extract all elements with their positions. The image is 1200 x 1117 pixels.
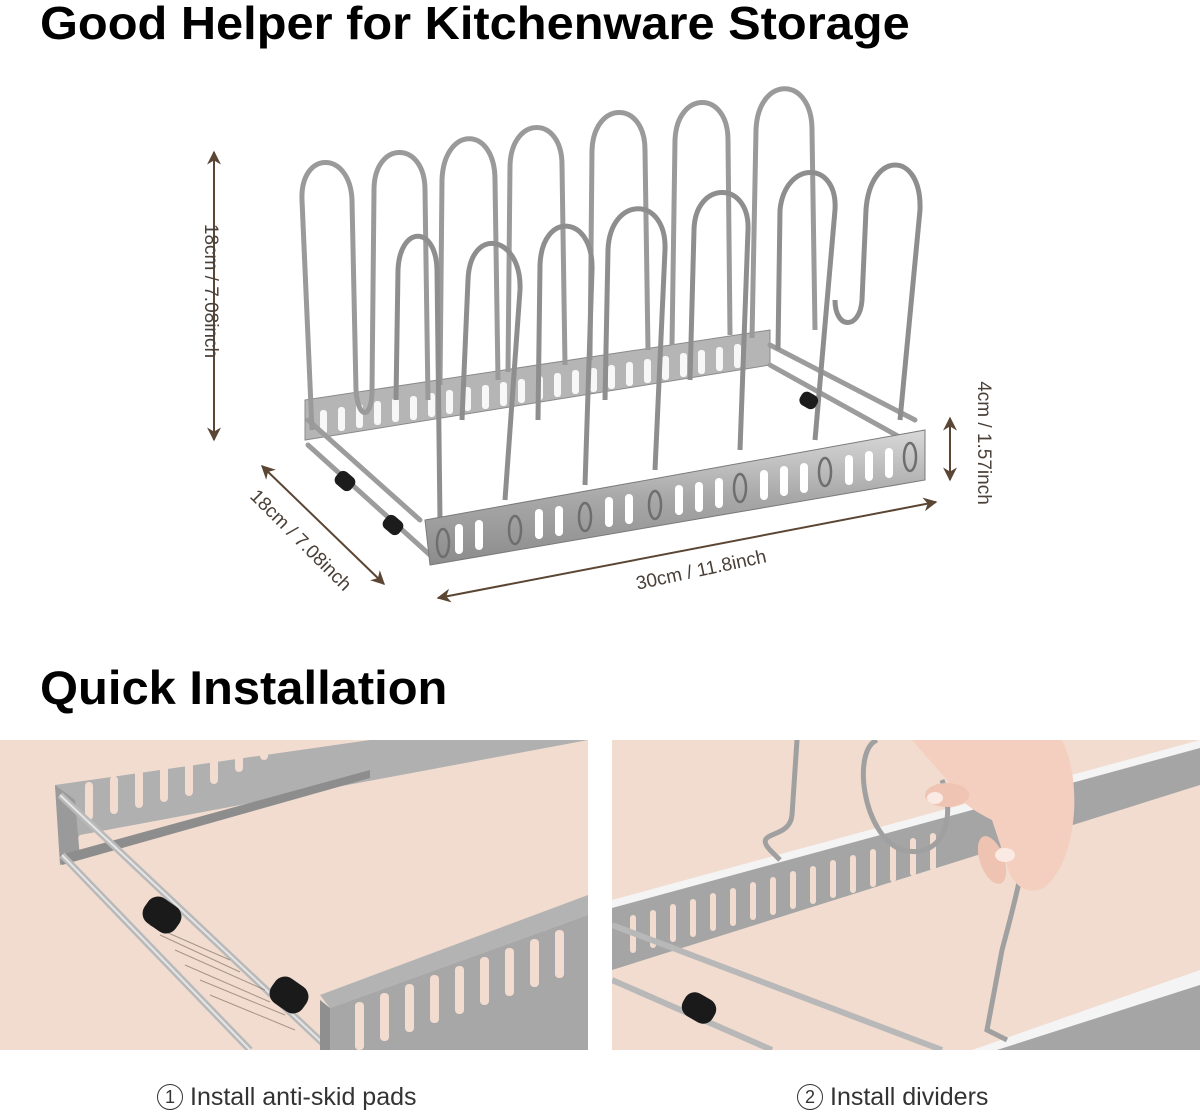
main-heading: Good Helper for Kitchenware Storage	[40, 0, 910, 49]
installation-heading: Quick Installation	[40, 661, 448, 714]
hand	[912, 740, 1075, 891]
step-1-number: 1	[157, 1084, 183, 1110]
dimension-arrows	[207, 150, 957, 603]
step-1-label: Install anti-skid pads	[190, 1083, 417, 1111]
rack-illustration	[207, 86, 957, 603]
step-2-number: 2	[797, 1084, 823, 1110]
step-2-photo	[612, 740, 1200, 1050]
anti-skid-install-illustration	[55, 740, 588, 1050]
front-rail	[424, 429, 926, 566]
tall-dividers	[299, 86, 818, 431]
height-dimension-label: 18cm / 7.08inch	[200, 223, 221, 359]
anti-skid-pad	[142, 896, 309, 1014]
base-height-dimension-label: 4cm / 1.57inch	[973, 381, 994, 505]
depth-arrow	[260, 465, 386, 585]
step-1-caption: 1 Install anti-skid pads	[157, 1083, 417, 1112]
step-2-caption: 2 Install dividers	[797, 1083, 988, 1112]
divider-install-illustration	[612, 740, 1200, 1050]
width-arrow	[436, 497, 938, 603]
step-2-label: Install dividers	[830, 1083, 989, 1111]
short-dividers	[393, 162, 923, 521]
step-1-photo	[0, 740, 588, 1050]
